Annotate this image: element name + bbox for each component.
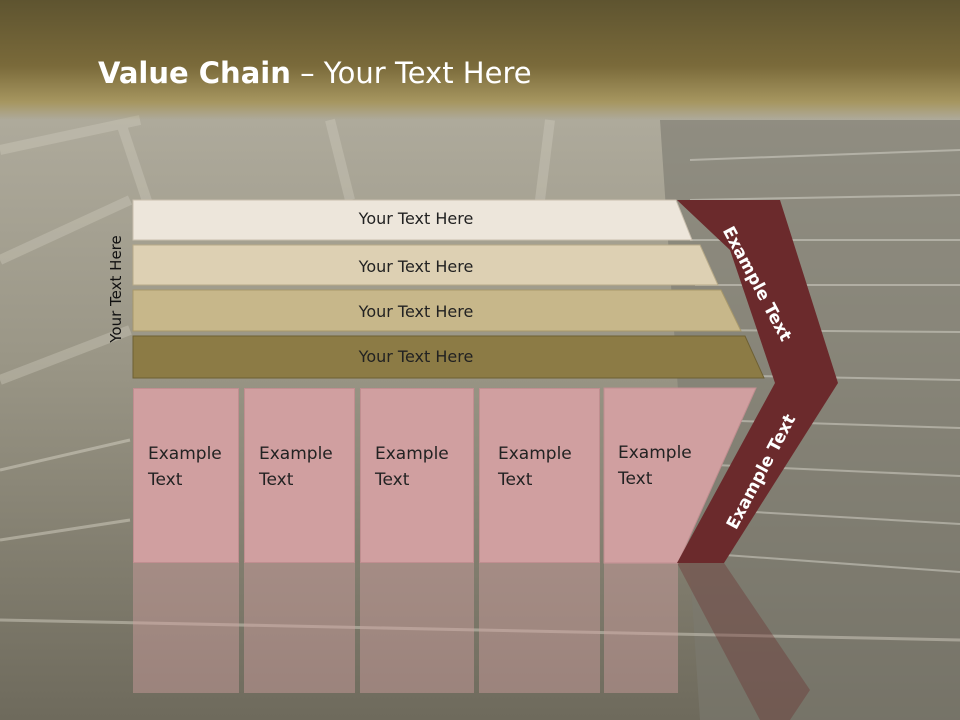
box-5-reflection [604, 563, 678, 693]
chevron-lower-reflection [677, 563, 810, 720]
bar-4 [132, 335, 765, 379]
box-3-line2: Text [375, 470, 410, 490]
box-3-reflection [360, 563, 474, 693]
bar-2 [132, 244, 719, 286]
bar-1-label: Your Text Here [358, 209, 474, 228]
box-5-line2: Text [618, 469, 653, 489]
box-4-reflection [479, 563, 600, 693]
box-1-reflection [133, 563, 239, 693]
box-3-line1: Example [375, 444, 449, 464]
bar-3 [132, 289, 742, 332]
chevron-lower [677, 383, 838, 563]
title-bold: Value Chain [98, 56, 291, 90]
box-2-line1: Example [259, 444, 333, 464]
box-4-line2: Text [498, 470, 533, 490]
title-rest: – Your Text Here [290, 56, 532, 90]
slide-title: Value Chain – Your Text Here [98, 56, 532, 90]
box-5-line1: Example [618, 443, 692, 463]
header-band [0, 0, 960, 120]
box-4-line1: Example [498, 444, 572, 464]
bar-4-label: Your Text Here [358, 347, 474, 366]
box-2-reflection [244, 563, 355, 693]
bar-1 [132, 199, 693, 241]
chevron-upper [677, 200, 838, 383]
box-2-line2: Text [259, 470, 294, 490]
bar-3-label: Your Text Here [358, 302, 474, 321]
box-1-line1: Example [148, 444, 222, 464]
box-1-line2: Text [148, 470, 183, 490]
bar-2-label: Your Text Here [358, 257, 474, 276]
